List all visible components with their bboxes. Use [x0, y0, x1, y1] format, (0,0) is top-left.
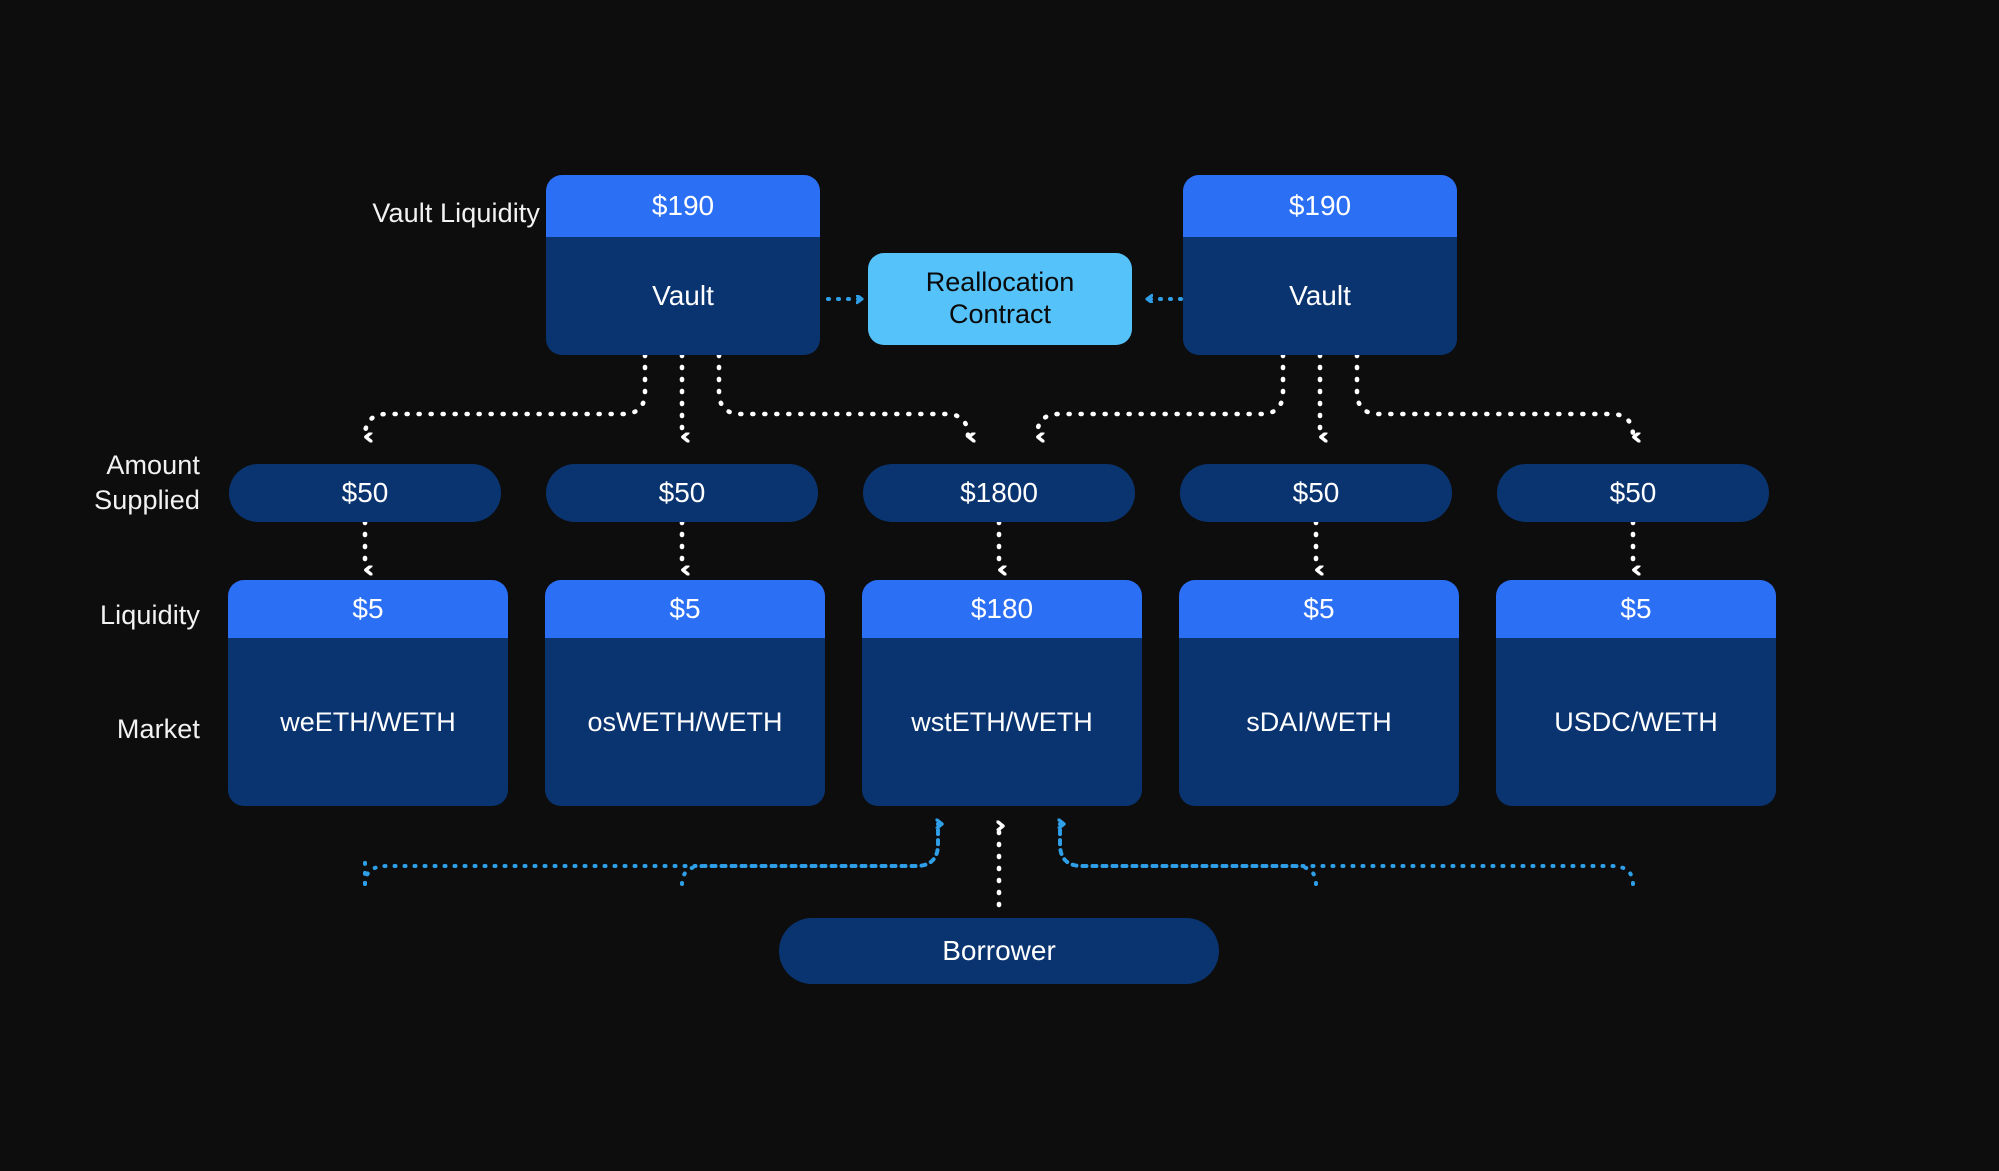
market-4-liquidity-value: $5: [1496, 580, 1776, 638]
market-card-3[interactable]: $5 sDAI/WETH: [1179, 580, 1459, 806]
market-0-label: weETH/WETH: [228, 638, 508, 806]
row-label-amount-supplied: Amount Supplied: [94, 450, 200, 515]
market-2-label: wstETH/WETH: [862, 638, 1142, 806]
edge-vault-left-to-market-2: [716, 352, 968, 437]
vault-left[interactable]: $190 Vault: [546, 175, 820, 355]
edge-borrower-to-market-4: [1058, 822, 1635, 886]
market-1-liquidity-value: $5: [545, 580, 825, 638]
vault-left-label: Vault: [546, 237, 820, 355]
amount-supplied-0[interactable]: $50: [229, 464, 501, 522]
market-3-liquidity-value: $5: [1179, 580, 1459, 638]
vault-right-liquidity-value: $190: [1183, 175, 1457, 237]
market-4-label: USDC/WETH: [1496, 638, 1776, 806]
amount-supplied-4[interactable]: $50: [1497, 464, 1769, 522]
market-3-label: sDAI/WETH: [1179, 638, 1459, 806]
market-card-4[interactable]: $5 USDC/WETH: [1496, 580, 1776, 806]
vault-right[interactable]: $190 Vault: [1183, 175, 1457, 355]
market-2-liquidity-value: $180: [862, 580, 1142, 638]
edge-borrower-to-market-3: [1060, 824, 1318, 886]
amount-supplied-1[interactable]: $50: [546, 464, 818, 522]
vault-right-label: Vault: [1183, 237, 1457, 355]
reallocation-contract[interactable]: Reallocation Contract: [868, 253, 1132, 345]
edge-vault-left-to-market-0: [362, 352, 648, 437]
edge-vault-right-to-market-2: [1034, 352, 1286, 437]
amount-supplied-3[interactable]: $50: [1180, 464, 1452, 522]
borrower-node[interactable]: Borrower: [779, 918, 1219, 984]
edge-vault-right-to-market-4: [1354, 352, 1633, 437]
market-0-liquidity-value: $5: [228, 580, 508, 638]
row-label-liquidity: Liquidity: [100, 600, 200, 630]
market-card-2[interactable]: $180 wstETH/WETH: [862, 580, 1142, 806]
row-label-vault-liquidity: Vault Liquidity: [372, 198, 540, 228]
amount-supplied-2[interactable]: $1800: [863, 464, 1135, 522]
row-label-market: Market: [116, 714, 200, 744]
market-1-label: osWETH/WETH: [545, 638, 825, 806]
edge-borrower-to-market-0: [363, 824, 938, 886]
market-card-1[interactable]: $5 osWETH/WETH: [545, 580, 825, 806]
edge-borrower-to-market-1: [680, 822, 940, 886]
vault-left-liquidity-value: $190: [546, 175, 820, 237]
market-card-0[interactable]: $5 weETH/WETH: [228, 580, 508, 806]
